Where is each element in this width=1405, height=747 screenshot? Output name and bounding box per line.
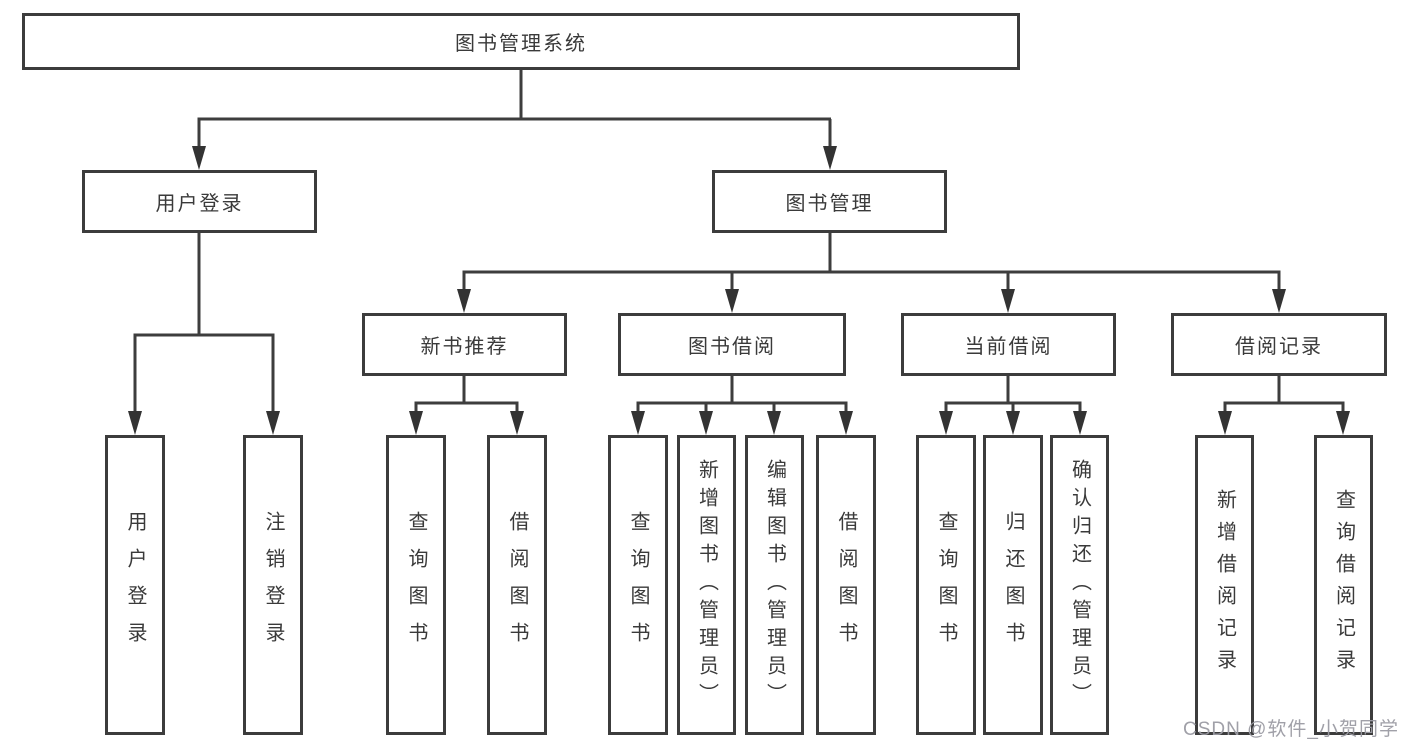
leaf-rec-query-books-label: 查询图书 xyxy=(405,511,427,659)
connector-borrow-records-children xyxy=(1218,376,1350,435)
leaf-br-query-record-label: 查询借阅记录 xyxy=(1332,489,1355,681)
leaf-br-add-record-label: 新增借阅记录 xyxy=(1213,489,1236,681)
connector-book-mgmt-children xyxy=(457,233,1286,313)
leaf-rec-borrow-books: 借阅图书 xyxy=(487,435,547,735)
leaf-user-login: 用户登录 xyxy=(105,435,165,735)
connector-user-login-children xyxy=(128,233,280,435)
connector-root-to-level2 xyxy=(192,70,837,170)
node-borrow-records-label: 借阅记录 xyxy=(1235,336,1323,358)
leaf-cb-confirm-return-admin: 确认归还（管理员） xyxy=(1050,435,1109,735)
node-new-book-recommend-label: 新书推荐 xyxy=(420,336,509,358)
leaf-user-login-label: 用户登录 xyxy=(124,511,146,659)
node-root-system: 图书管理系统 xyxy=(22,13,1020,70)
leaf-cb-confirm-return-admin-label: 确认归还（管理员） xyxy=(1068,459,1091,711)
node-user-login: 用户登录 xyxy=(82,170,317,233)
node-book-management-label: 图书管理 xyxy=(785,193,874,215)
node-user-login-label: 用户登录 xyxy=(155,193,244,215)
leaf-rec-query-books: 查询图书 xyxy=(386,435,446,735)
csdn-watermark: CSDN @软件_小贺同学 xyxy=(1183,719,1399,740)
leaf-bb-edit-books-admin-label: 编辑图书（管理员） xyxy=(763,459,786,711)
leaf-bb-query-books: 查询图书 xyxy=(608,435,668,735)
node-book-borrowing: 图书借阅 xyxy=(618,313,846,376)
node-new-book-recommend: 新书推荐 xyxy=(362,313,567,376)
node-book-management: 图书管理 xyxy=(712,170,947,233)
leaf-br-query-record: 查询借阅记录 xyxy=(1314,435,1373,735)
leaf-cb-query-books-label: 查询图书 xyxy=(935,511,957,659)
leaf-br-add-record: 新增借阅记录 xyxy=(1195,435,1254,735)
leaf-logout-label: 注销登录 xyxy=(262,511,284,659)
node-borrow-records: 借阅记录 xyxy=(1171,313,1387,376)
connector-new-book-rec-children xyxy=(409,376,524,435)
node-current-borrowing-label: 当前借阅 xyxy=(964,336,1053,358)
node-book-borrowing-label: 图书借阅 xyxy=(688,336,776,358)
leaf-cb-query-books: 查询图书 xyxy=(916,435,976,735)
node-root-system-label: 图书管理系统 xyxy=(455,33,587,55)
connector-current-borrow-children xyxy=(939,376,1087,435)
leaf-bb-borrow-books: 借阅图书 xyxy=(816,435,876,735)
leaf-bb-query-books-label: 查询图书 xyxy=(627,511,649,659)
leaf-bb-borrow-books-label: 借阅图书 xyxy=(835,511,857,659)
leaf-bb-edit-books-admin: 编辑图书（管理员） xyxy=(745,435,804,735)
leaf-rec-borrow-books-label: 借阅图书 xyxy=(506,511,528,659)
node-current-borrowing: 当前借阅 xyxy=(901,313,1116,376)
leaf-cb-return-books: 归还图书 xyxy=(983,435,1043,735)
leaf-logout: 注销登录 xyxy=(243,435,303,735)
leaf-bb-add-books-admin: 新增图书（管理员） xyxy=(677,435,736,735)
leaf-bb-add-books-admin-label: 新增图书（管理员） xyxy=(695,459,718,711)
leaf-cb-return-books-label: 归还图书 xyxy=(1002,511,1024,659)
connector-book-borrow-children xyxy=(631,376,853,435)
